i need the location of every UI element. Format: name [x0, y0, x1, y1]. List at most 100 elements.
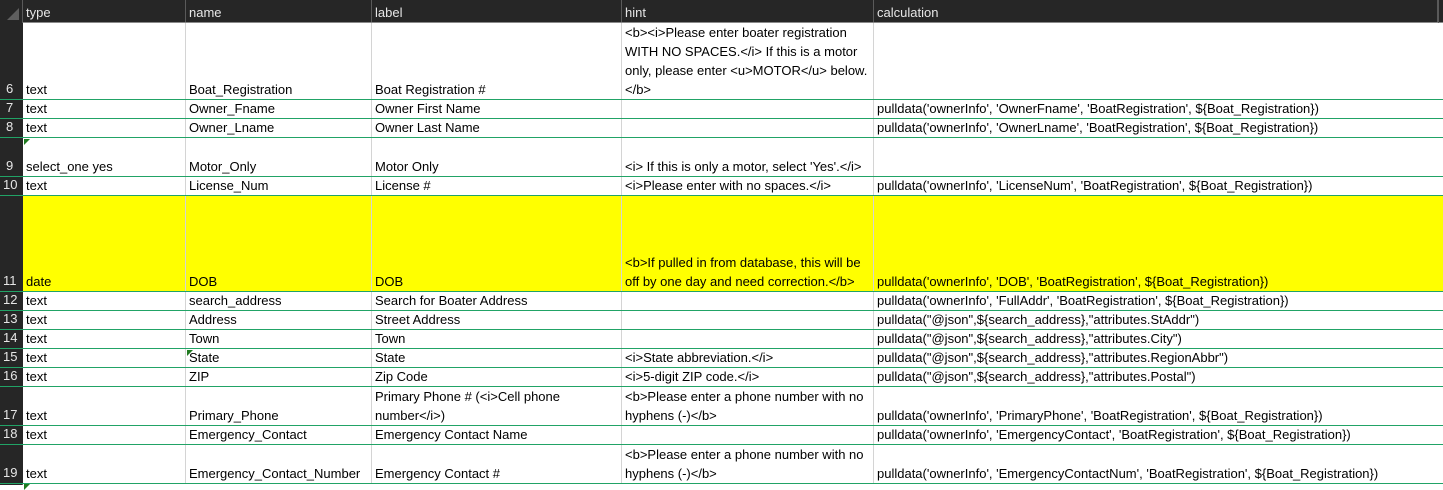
cell-label[interactable]: State	[372, 349, 622, 367]
cell-label[interactable]: Street Address	[372, 311, 622, 329]
cell-calculation[interactable]: pulldata('ownerInfo', 'LicenseNum', 'Boa…	[874, 177, 1443, 195]
cell-type[interactable]: text	[23, 387, 186, 425]
row-number[interactable]: 17	[0, 387, 23, 425]
row-number[interactable]: 10	[0, 177, 23, 195]
cell-type[interactable]: text	[23, 23, 186, 99]
cell-calculation[interactable]	[874, 23, 1443, 99]
row-number[interactable]: 9	[0, 138, 23, 176]
cell-calculation[interactable]: pulldata('ownerInfo', 'PrimaryPhone', 'B…	[874, 387, 1443, 425]
cell-name[interactable]: search_address	[186, 292, 372, 310]
cell-type[interactable]: select_one yes	[23, 138, 186, 176]
cell-label[interactable]: Search for Boater Address	[372, 292, 622, 310]
row-number[interactable]: 12	[0, 292, 23, 310]
cell-name[interactable]: Boat_Registration	[186, 23, 372, 99]
cell-name[interactable]: State	[186, 349, 372, 367]
cell-hint[interactable]	[622, 330, 874, 348]
row-number[interactable]: 11	[0, 196, 23, 291]
cell-type[interactable]: text	[23, 368, 186, 386]
row-number[interactable]: 13	[0, 311, 23, 329]
cell-type[interactable]: text	[23, 100, 186, 118]
cell-hint[interactable]: <i>Please enter with no spaces.</i>	[622, 177, 874, 195]
cell-type[interactable]: text	[23, 311, 186, 329]
row-number[interactable]: 6	[0, 23, 23, 99]
column-header-row: type name label hint calculation	[0, 0, 1443, 23]
cell-calculation[interactable]: pulldata('ownerInfo', 'OwnerFname', 'Boa…	[874, 100, 1443, 118]
cell-calculation[interactable]: pulldata('ownerInfo', 'FullAddr', 'BoatR…	[874, 292, 1443, 310]
cell-name[interactable]: Owner_Lname	[186, 119, 372, 137]
cell-type[interactable]: text	[23, 177, 186, 195]
cell-name[interactable]: License_Num	[186, 177, 372, 195]
cell-calculation[interactable]: pulldata("@json",${search_address},"attr…	[874, 330, 1443, 348]
cell-name[interactable]: Address	[186, 311, 372, 329]
cell-type[interactable]: text	[23, 119, 186, 137]
cell-type[interactable]: text	[23, 349, 186, 367]
row-number[interactable]: 15	[0, 349, 23, 367]
cell-type[interactable]: text	[23, 445, 186, 483]
cell-hint[interactable]	[622, 292, 874, 310]
cell-label[interactable]: Town	[372, 330, 622, 348]
cell-type[interactable]: text	[23, 330, 186, 348]
cell-calculation[interactable]: pulldata('ownerInfo', 'EmergencyContactN…	[874, 445, 1443, 483]
cell-label[interactable]: Zip Code	[372, 368, 622, 386]
comment-indicator-icon[interactable]	[24, 139, 30, 145]
cell-type[interactable]: date	[23, 196, 186, 291]
select-all-corner[interactable]	[0, 0, 23, 23]
cell-label[interactable]: DOB	[372, 196, 622, 291]
row-number[interactable]: 18	[0, 426, 23, 444]
cell-label[interactable]: Owner Last Name	[372, 119, 622, 137]
cell-text: text	[26, 82, 47, 97]
cell-name[interactable]: Motor_Only	[186, 138, 372, 176]
cell-label[interactable]: License #	[372, 177, 622, 195]
cell-calculation[interactable]: pulldata('ownerInfo', 'OwnerLname', 'Boa…	[874, 119, 1443, 137]
cell-calculation[interactable]: pulldata("@json",${search_address},"attr…	[874, 349, 1443, 367]
cell-calculation[interactable]: pulldata('ownerInfo', 'EmergencyContact'…	[874, 426, 1443, 444]
cell-hint[interactable]	[622, 119, 874, 137]
cell-label[interactable]: Primary Phone # (<i>Cell phone number</i…	[372, 387, 622, 425]
cell-hint[interactable]: <i> If this is only a motor, select 'Yes…	[622, 138, 874, 176]
cell-label[interactable]: Owner First Name	[372, 100, 622, 118]
cell-name[interactable]: ZIP	[186, 368, 372, 386]
column-header-label[interactable]: label	[372, 0, 622, 22]
cell-hint[interactable]: <b>If pulled in from database, this will…	[622, 196, 874, 291]
cell-hint[interactable]	[622, 426, 874, 444]
cell-hint[interactable]: <b>Please enter a phone number with no h…	[622, 387, 874, 425]
cell-type[interactable]: text	[23, 292, 186, 310]
cell-hint[interactable]	[622, 100, 874, 118]
column-header-hint[interactable]: hint	[622, 0, 874, 22]
cell-calculation[interactable]	[874, 138, 1443, 176]
cell-hint[interactable]: <b><i>Please enter boater registration W…	[622, 23, 874, 99]
cell-text: pulldata("@json",${search_address},"attr…	[877, 350, 1229, 365]
cell-text: ZIP	[189, 369, 210, 384]
cell-type[interactable]: text	[23, 426, 186, 444]
cell-name[interactable]: Emergency_Contact	[186, 426, 372, 444]
cell-name[interactable]: Emergency_Contact_Number	[186, 445, 372, 483]
table-row: 8 text Owner_Lname Owner Last Name pulld…	[0, 119, 1443, 138]
row-number[interactable]: 19	[0, 445, 23, 483]
cell-hint[interactable]: <i>State abbreviation.</i>	[622, 349, 874, 367]
cell-name[interactable]: Primary_Phone	[186, 387, 372, 425]
column-header-calculation[interactable]: calculation	[874, 0, 1438, 22]
row-number[interactable]: 14	[0, 330, 23, 348]
comment-indicator-icon[interactable]	[187, 350, 193, 356]
cell-name[interactable]: Owner_Fname	[186, 100, 372, 118]
cell-hint[interactable]: <b>Please enter a phone number with no h…	[622, 445, 874, 483]
cell-label[interactable]: Emergency Contact Name	[372, 426, 622, 444]
cell-label[interactable]: Boat Registration #	[372, 23, 622, 99]
cell-hint[interactable]	[622, 311, 874, 329]
column-header-name[interactable]: name	[186, 0, 372, 22]
cell-label[interactable]: Motor Only	[372, 138, 622, 176]
cell-name[interactable]: DOB	[186, 196, 372, 291]
row-number[interactable]: 7	[0, 100, 23, 118]
column-header-type[interactable]: type	[23, 0, 186, 22]
row-number[interactable]: 16	[0, 368, 23, 386]
cell-calculation[interactable]: pulldata("@json",${search_address},"attr…	[874, 311, 1443, 329]
row-number[interactable]: 8	[0, 119, 23, 137]
cell-calculation[interactable]: pulldata('ownerInfo', 'DOB', 'BoatRegist…	[874, 196, 1443, 291]
cell-calculation[interactable]: pulldata("@json",${search_address},"attr…	[874, 368, 1443, 386]
cell-text: Motor Only	[375, 159, 439, 174]
cell-text: text	[26, 369, 47, 384]
cell-text: text	[26, 101, 47, 116]
cell-hint[interactable]: <i>5-digit ZIP code.</i>	[622, 368, 874, 386]
cell-label[interactable]: Emergency Contact #	[372, 445, 622, 483]
cell-name[interactable]: Town	[186, 330, 372, 348]
